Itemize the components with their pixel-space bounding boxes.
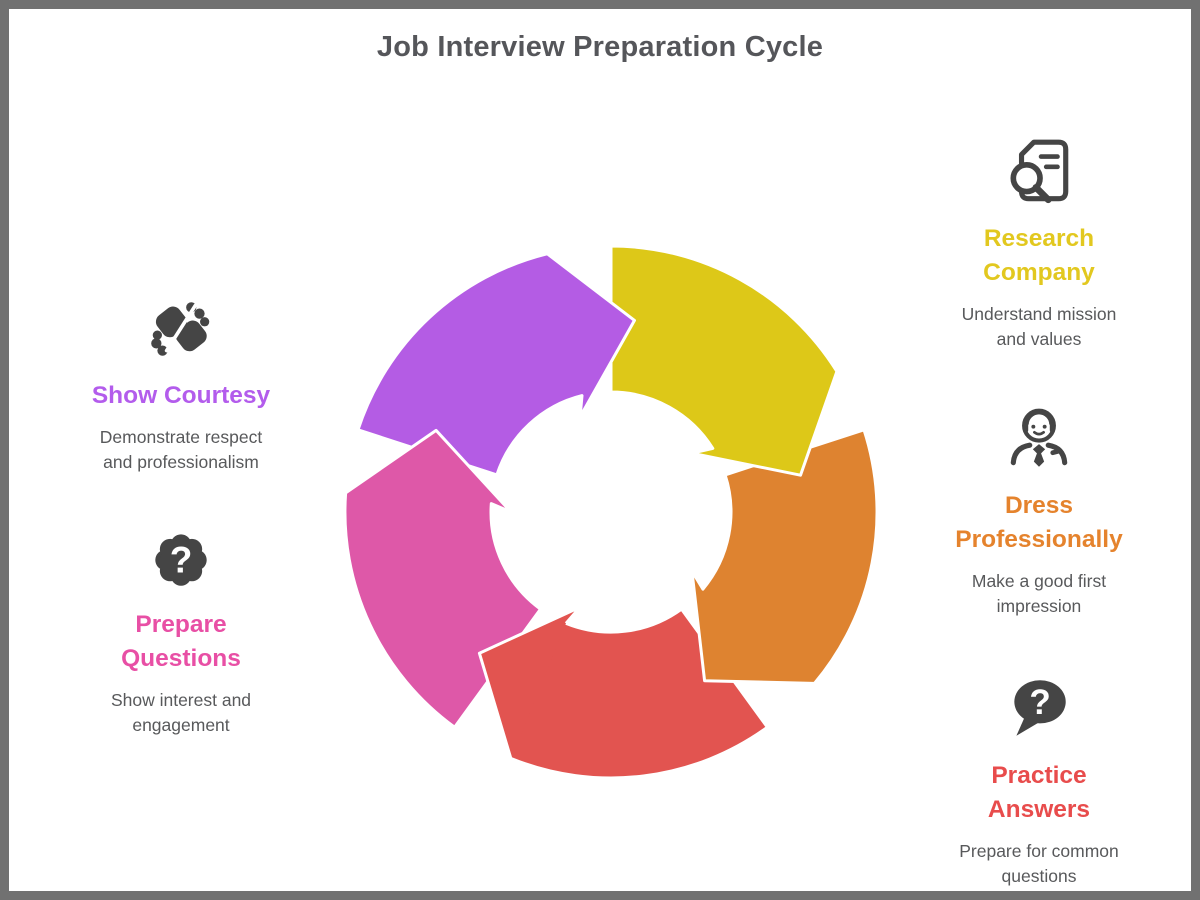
speech-question-icon: ?	[1002, 671, 1076, 747]
step-heading: Practice Answers	[987, 762, 1091, 823]
step-heading: Prepare Questions	[121, 611, 241, 672]
step-subtitle: Make a good first impression	[971, 571, 1107, 616]
page-title: Job Interview Preparation Cycle	[376, 31, 824, 63]
step-subtitle: Show interest and engagement	[110, 690, 252, 735]
step-dress-professionally: Dress Professionally Make a good first i…	[919, 401, 1159, 619]
step-show-courtesy: Show Courtesy Demonstrate respect and pr…	[61, 291, 301, 475]
cycle-arrow-research-company	[609, 244, 850, 477]
step-heading: Research Company	[983, 225, 1095, 286]
step-heading: Dress Professionally	[955, 492, 1123, 553]
cloud-question-icon: ?	[144, 520, 218, 596]
step-heading: Show Courtesy	[91, 382, 271, 409]
svg-text:?: ?	[1029, 683, 1050, 722]
cycle-arrowhead-outline	[477, 605, 582, 793]
step-subtitle: Demonstrate respect and professionalism	[99, 427, 263, 472]
svg-text:?: ?	[170, 539, 193, 580]
cycle-diagram	[316, 231, 879, 793]
step-research-company: Research Company Understand mission and …	[919, 134, 1159, 352]
person-tie-icon	[1002, 401, 1076, 477]
cycle-arrowhead-practice-answers	[479, 607, 581, 791]
cycle-arrow-dress-professionally	[690, 428, 879, 686]
step-subtitle: Understand mission and values	[961, 304, 1117, 349]
cycle-arrow-show-courtesy	[356, 231, 636, 477]
step-practice-answers: ? Practice Answers Prepare for common qu…	[919, 671, 1159, 889]
step-subtitle: Prepare for common questions	[959, 841, 1119, 886]
step-prepare-questions: ? Prepare Questions Show interest and en…	[61, 520, 301, 738]
search-document-icon	[1002, 134, 1076, 210]
handshake-icon	[144, 291, 218, 367]
